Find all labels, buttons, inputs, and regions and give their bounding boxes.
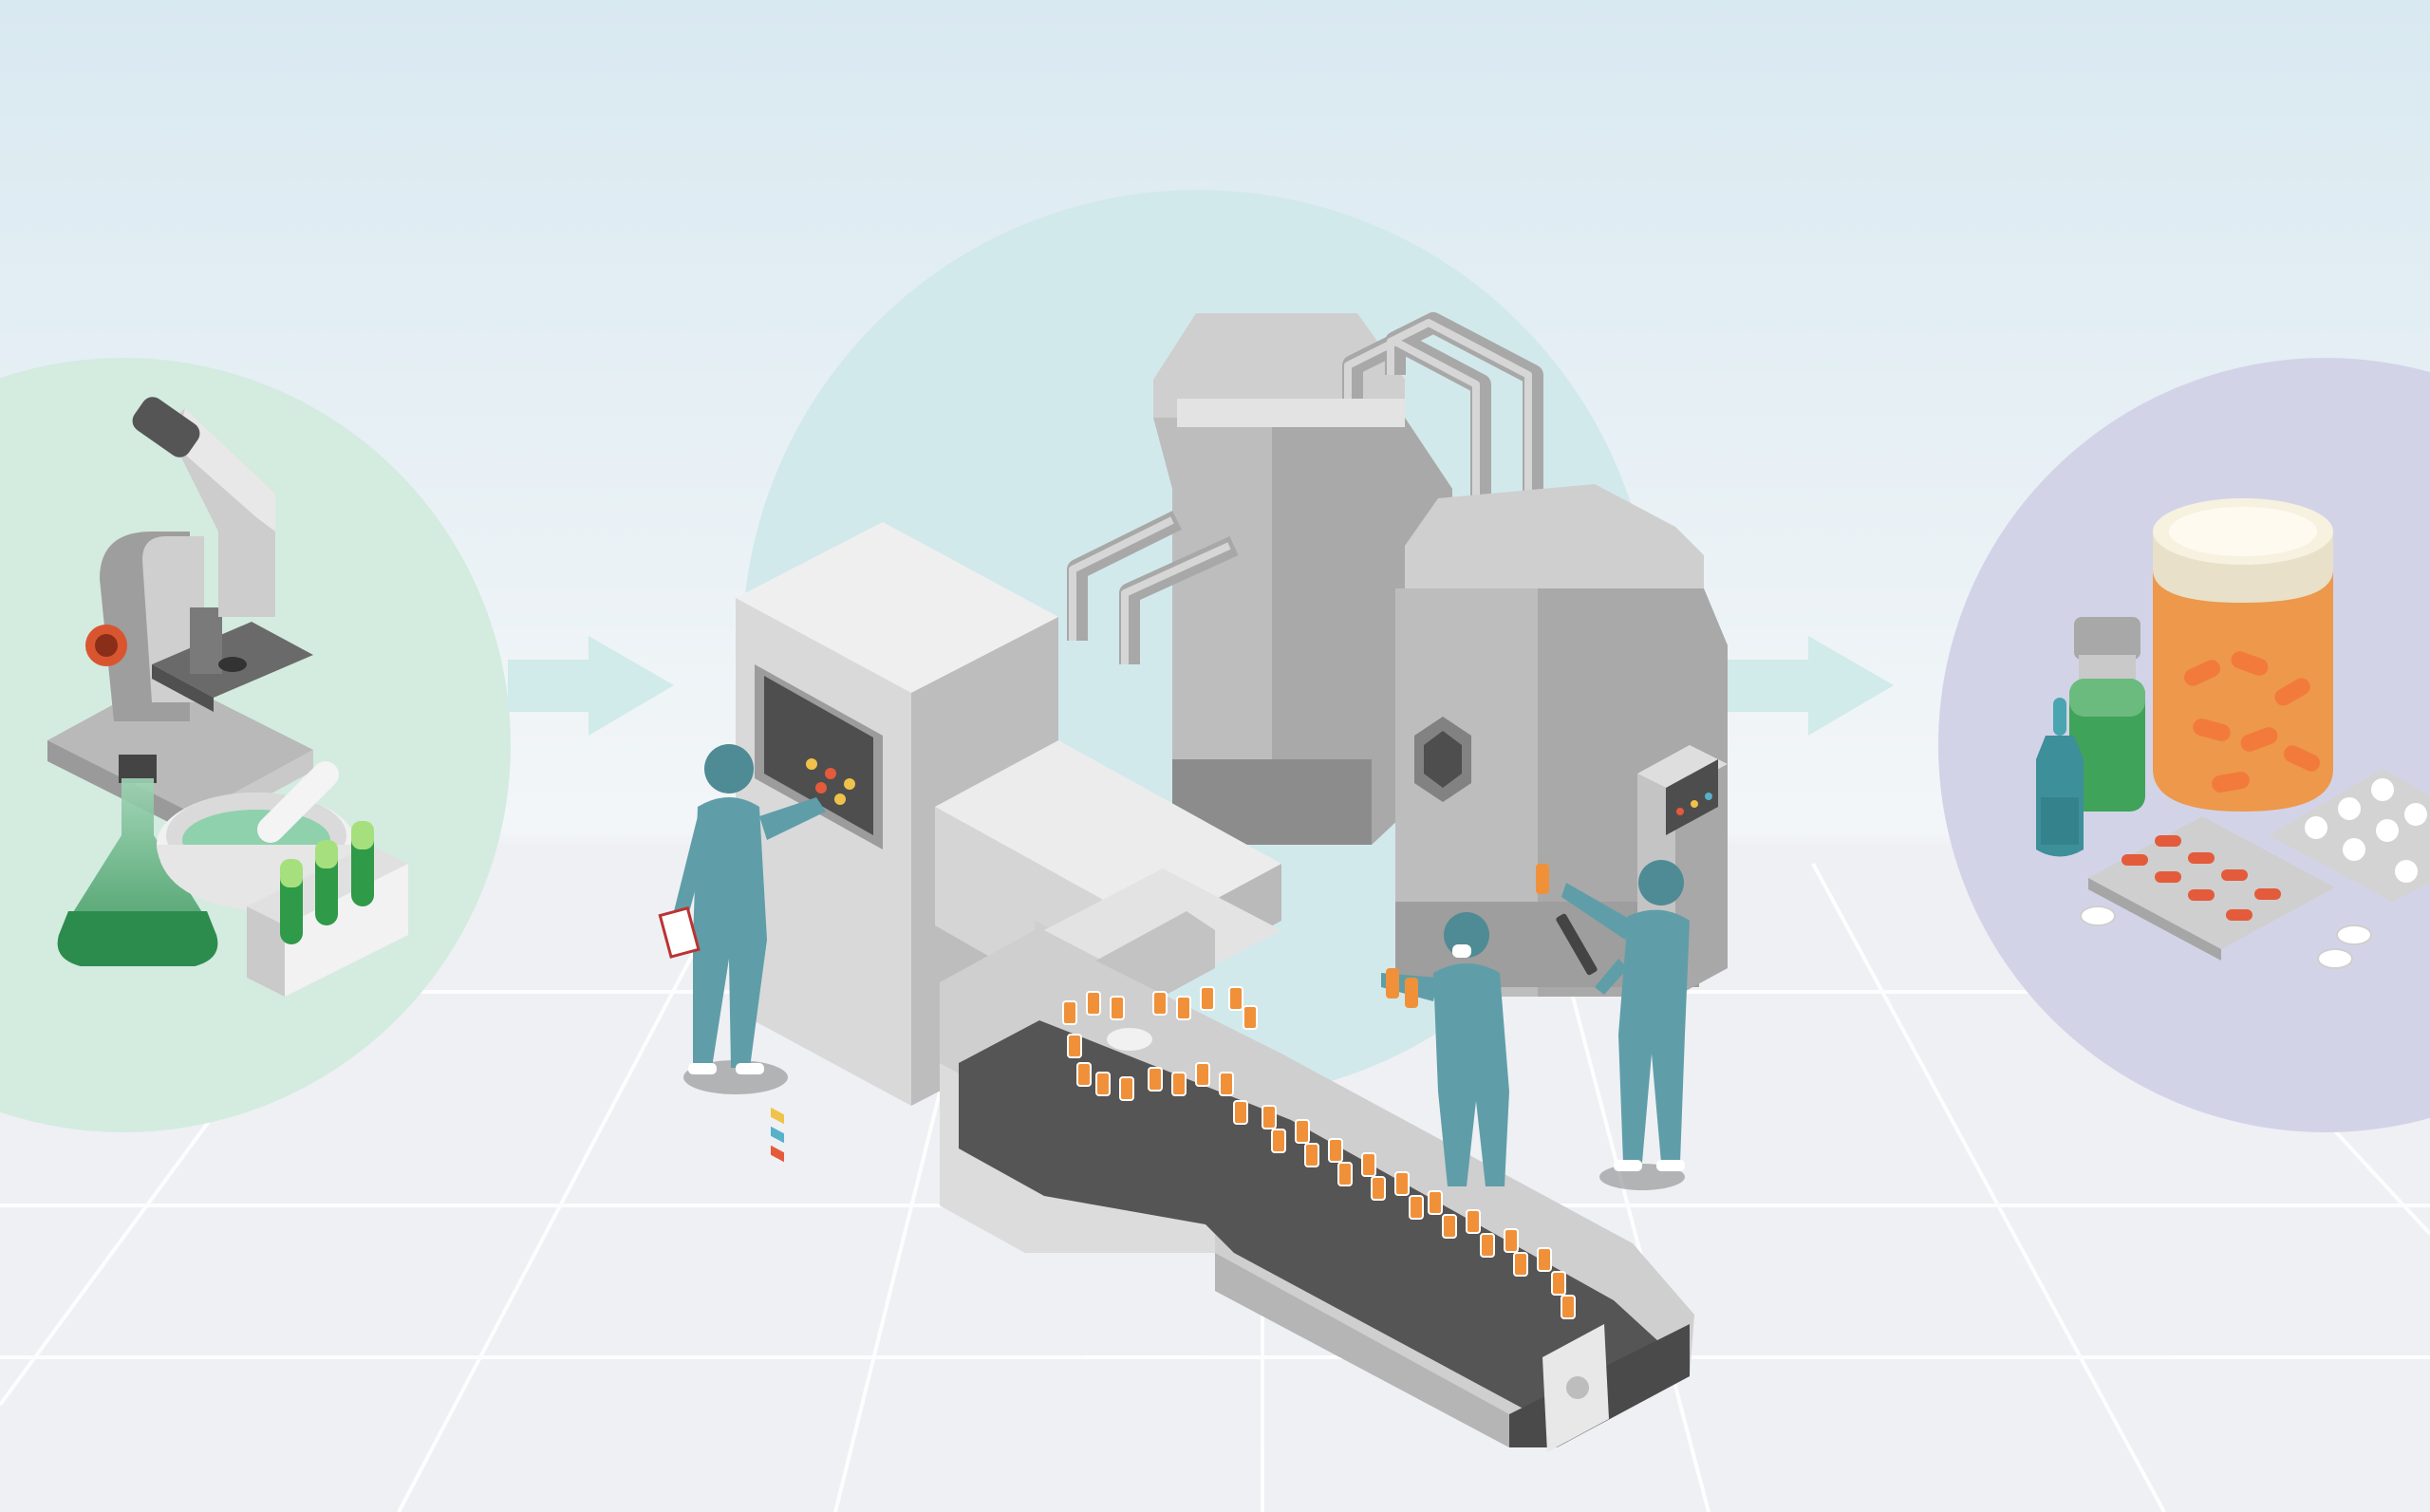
- worker-with-tablet: [1536, 860, 1690, 1190]
- bottles: [1062, 986, 1576, 1319]
- worker-inspecting: [1381, 912, 1509, 1186]
- filling-machine: [935, 740, 1281, 1025]
- arrow-icon: [508, 636, 674, 736]
- mixing-tank: [1153, 313, 1452, 845]
- microscope-icon: [47, 397, 313, 835]
- worker-at-panel: [658, 744, 826, 1094]
- ampoule-icon: [2036, 698, 2084, 857]
- pipes-highlight: [1069, 319, 1532, 664]
- blister-pack-white-icon: [2269, 769, 2430, 902]
- vial-icon: [2069, 617, 2145, 812]
- loose-tablets-icon: [2080, 905, 2372, 969]
- blister-pack-icon: [2088, 816, 2335, 961]
- test-tube-rack-icon: [247, 821, 408, 997]
- pill-bottle-icon: [2153, 498, 2333, 812]
- conveyor-belt: [940, 930, 1694, 1452]
- erlenmeyer-flask-icon: [57, 755, 218, 966]
- arrow-icon: [1699, 636, 1894, 736]
